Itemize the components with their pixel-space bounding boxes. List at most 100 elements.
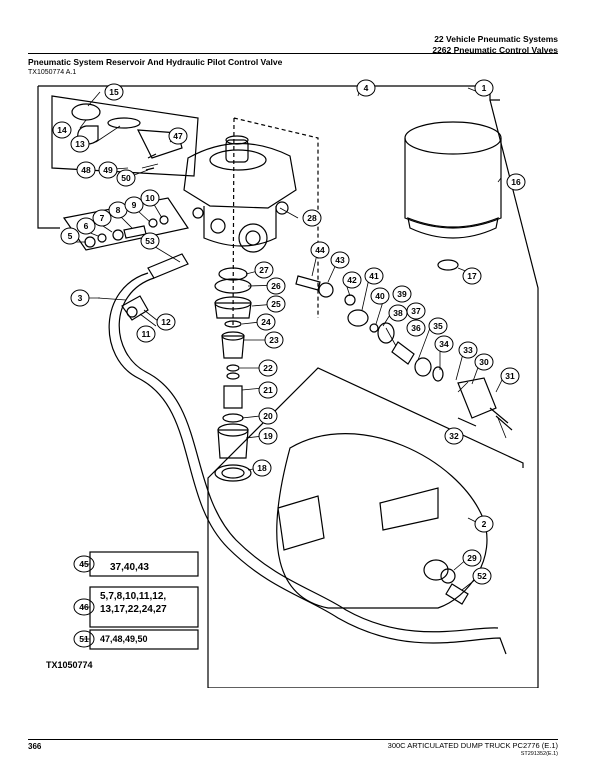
callout-52: 52 [472,567,492,585]
callout-20: 20 [258,407,278,425]
callout-label-28: 28 [307,213,317,223]
callout-38: 38 [388,304,408,322]
callout-label-14: 14 [57,125,67,135]
callout-label-25: 25 [271,299,281,309]
callout-14: 14 [52,121,72,139]
callout-7: 7 [92,209,112,227]
callout-10: 10 [140,189,160,207]
image-reference: TX1050774 A.1 [28,69,77,76]
callout-41: 41 [364,267,384,285]
callout-42: 42 [342,271,362,289]
callout-label-23: 23 [269,335,279,345]
callout-27: 27 [254,261,274,279]
callout-label-13: 13 [75,139,85,149]
callout-40: 40 [370,287,390,305]
callout-44: 44 [310,241,330,259]
callout-4: 4 [356,79,376,97]
callout-label-36: 36 [411,323,421,333]
callout-16: 16 [506,173,526,191]
header-rule [28,53,558,54]
page-title: Pneumatic System Reservoir And Hydraulic… [28,57,283,67]
callout-9: 9 [124,196,144,214]
callout-label-38: 38 [393,308,403,318]
callout-26: 26 [266,277,286,295]
footer-info: 300C ARTICULATED DUMP TRUCK PC2776 (E.1)… [388,741,558,759]
callout-label-39: 39 [397,289,407,299]
callout-label-8: 8 [116,205,121,215]
callout-label-43: 43 [335,255,345,265]
callout-8: 8 [108,201,128,219]
callout-17: 17 [462,267,482,285]
callout-label-37: 37 [411,306,421,316]
callout-53: 53 [140,232,160,250]
callout-label-41: 41 [369,271,379,281]
callout-label-6: 6 [84,221,89,231]
group-title: 2262 Pneumatic Control Valves [432,45,558,55]
section-header: 22 Vehicle Pneumatic Systems 2262 Pneuma… [432,34,558,56]
callout-19: 19 [258,427,278,445]
callout-28: 28 [302,209,322,227]
callout-label-3: 3 [78,293,83,303]
callout-label-30: 30 [479,357,489,367]
callout-49: 49 [98,161,118,179]
page-number: 366 [28,742,42,751]
callout-label-34: 34 [439,339,449,349]
callout-33: 33 [458,341,478,359]
callout-label-27: 27 [259,265,269,275]
callout-35: 35 [428,317,448,335]
callout-label-19: 19 [263,431,273,441]
callout-label-5: 5 [68,231,73,241]
callout-3: 3 [70,289,90,307]
callout-label-35: 35 [433,321,443,331]
callout-43: 43 [330,251,350,269]
callout-label-21: 21 [263,385,273,395]
callout-label-42: 42 [347,275,357,285]
callout-11: 11 [136,325,156,343]
callout-label-10: 10 [145,193,155,203]
kit-51-parts: 47,48,49,50 [100,634,148,644]
callout-31: 31 [500,367,520,385]
callout-29: 29 [462,549,482,567]
callout-15: 15 [104,83,124,101]
doc-code: ST291352(E.1) [520,751,558,757]
callout-24: 24 [256,313,276,331]
callout-label-20: 20 [263,411,273,421]
callout-label-17: 17 [467,271,477,281]
callout-label-50: 50 [121,173,131,183]
callout-13: 13 [70,135,90,153]
callout-label-16: 16 [511,177,521,187]
callout-label-9: 9 [132,200,137,210]
callout-label-33: 33 [463,345,473,355]
callout-label-31: 31 [505,371,515,381]
callout-5: 5 [60,227,80,245]
callout-label-47: 47 [173,131,183,141]
callout-30: 30 [474,353,494,371]
callout-label-2: 2 [482,519,487,529]
callout-label-7: 7 [100,213,105,223]
callout-39: 39 [392,285,412,303]
callout-label-26: 26 [271,281,281,291]
callout-32: 32 [444,427,464,445]
callout-label-53: 53 [145,236,155,246]
callout-37: 37 [406,302,426,320]
manual-id: 300C ARTICULATED DUMP TRUCK PC2776 (E.1) [387,741,558,750]
callout-label-44: 44 [315,245,325,255]
kit-legend [82,551,199,650]
callout-label-12: 12 [161,317,171,327]
callout-25: 25 [266,295,286,313]
callout-label-18: 18 [257,463,267,473]
callout-label-22: 22 [263,363,273,373]
callout-18: 18 [252,459,272,477]
callout-label-32: 32 [449,431,459,441]
kit-46-parts-line2: 13,17,22,24,27 [100,604,167,615]
callout-label-24: 24 [261,317,271,327]
callout-23: 23 [264,331,284,349]
callout-label-52: 52 [477,571,487,581]
callout-12: 12 [156,313,176,331]
callout-label-40: 40 [375,291,385,301]
callout-36: 36 [406,319,426,337]
callout-2: 2 [474,515,494,533]
callout-label-48: 48 [81,165,91,175]
